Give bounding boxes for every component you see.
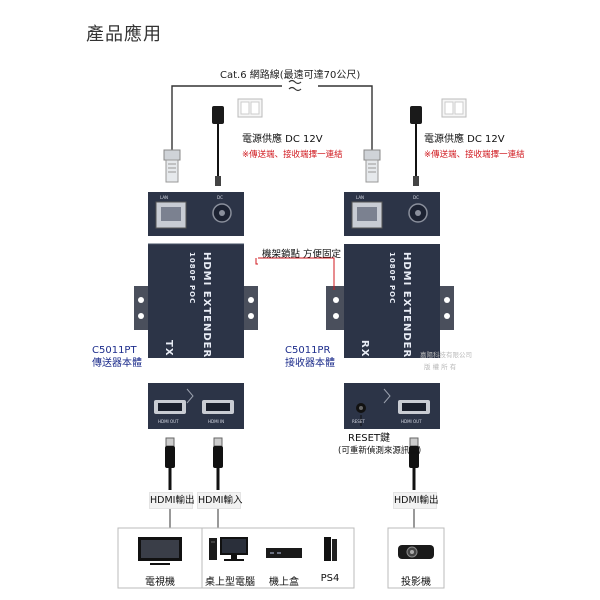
page-title: 產品應用 <box>86 24 162 45</box>
rx-top-panel <box>344 192 440 236</box>
rx-power-note: ※傳送端、接收端擇一連結 <box>424 150 525 160</box>
rx-dc-port-label: DC <box>413 195 419 200</box>
wall-socket-icon-tx <box>237 98 263 118</box>
tx-body <box>148 244 244 358</box>
rx-mount-brackets <box>326 286 454 330</box>
rx-body <box>344 244 440 358</box>
cat6-cable <box>171 85 373 152</box>
settop-label: 機上盒 <box>269 577 299 588</box>
tx-mount-brackets <box>134 286 258 330</box>
rj45-plug-icon-tx <box>163 149 181 183</box>
rj45-plug-icon-rx <box>363 149 381 183</box>
watermark-rights: 版 權 所 有 <box>424 363 457 371</box>
tx-top-port-labels: LAN DC <box>160 195 223 200</box>
rx-front-port-labels: RESET HDMI OUT <box>352 419 422 424</box>
tx-power-label: 電源供應 DC 12V <box>242 134 323 145</box>
source-devices-box <box>201 527 355 589</box>
reset-title: RESET鍵 <box>348 433 391 444</box>
rx-hdmi-out-label: HDMI OUT <box>401 419 422 424</box>
projector-icon <box>398 545 434 559</box>
rx-faceplate-title: HDMI EXTENDER <box>401 252 412 358</box>
cable-label: Cat.6 網路線(最遠可達70公尺) <box>220 70 361 81</box>
tx-side-label: TX <box>163 340 174 357</box>
rx-faceplate-sub: 1080P POC <box>388 252 396 304</box>
projector-box <box>387 527 445 589</box>
rx-power-label: 電源供應 DC 12V <box>424 134 505 145</box>
ps4-label: PS4 <box>320 573 340 584</box>
tx-model-label: C5011PT <box>92 345 137 356</box>
rx-top-port-labels: LAN DC <box>356 195 419 200</box>
tx-hdmi-output-label: HDMI輸出 <box>149 492 194 509</box>
desktop-computer-icon <box>209 537 248 561</box>
ps4-console-icon <box>324 537 337 561</box>
power-adapter-icon-tx <box>212 106 224 186</box>
tx-front-port-labels: HDMI OUT HDMI IN <box>158 419 224 424</box>
tx-top-panel <box>148 192 244 236</box>
rx-faceplate: HDMI EXTENDER 1080P POC RX <box>359 252 412 358</box>
wall-socket-icon-rx <box>441 98 467 118</box>
watermark-company: 嘉陽科技有限公司 <box>420 351 472 359</box>
rack-mount-callout <box>255 257 335 290</box>
tx-dc-port-label: DC <box>217 195 223 200</box>
tx-power-note: ※傳送端、接收端擇一連結 <box>242 150 343 160</box>
hdmi-cables <box>165 437 419 490</box>
rx-lan-port-label: LAN <box>356 195 364 200</box>
rx-hdmi-output-label: HDMI輸出 <box>393 492 438 509</box>
tx-faceplate-sub: 1080P POC <box>188 252 196 304</box>
tv-icon <box>138 537 182 565</box>
power-adapter-icon-rx <box>410 106 422 186</box>
connector-lines <box>169 508 415 528</box>
tx-hdmi-in-label: HDMI IN <box>208 419 224 424</box>
tx-lan-port-label: LAN <box>160 195 168 200</box>
reset-description: (可重新偵測來源訊號) <box>338 446 422 456</box>
cable-break-icon <box>288 79 302 92</box>
rx-side-label: RX <box>359 340 370 357</box>
set-top-box-icon <box>266 548 302 558</box>
tx-hdmi-out-label: HDMI OUT <box>158 419 179 424</box>
tx-hdmi-input-label: HDMI輸入 <box>197 492 242 509</box>
tx-faceplate: HDMI EXTENDER 1080P POC TX <box>163 252 212 358</box>
rx-front-panel <box>344 383 440 429</box>
tx-name-label: 傳送器本體 <box>92 358 142 369</box>
projector-label: 投影機 <box>401 577 431 588</box>
desktop-label: 桌上型電腦 <box>205 577 255 588</box>
rx-model-label: C5011PR <box>285 345 331 356</box>
tx-faceplate-title: HDMI EXTENDER <box>201 252 212 358</box>
tx-front-panel <box>148 383 244 429</box>
tv-label: 電視機 <box>145 577 175 588</box>
rx-name-label: 接收器本體 <box>285 358 335 369</box>
rx-reset-port-label: RESET <box>352 419 365 424</box>
rack-mount-label: 機架鎖點 方便固定 <box>262 249 342 260</box>
